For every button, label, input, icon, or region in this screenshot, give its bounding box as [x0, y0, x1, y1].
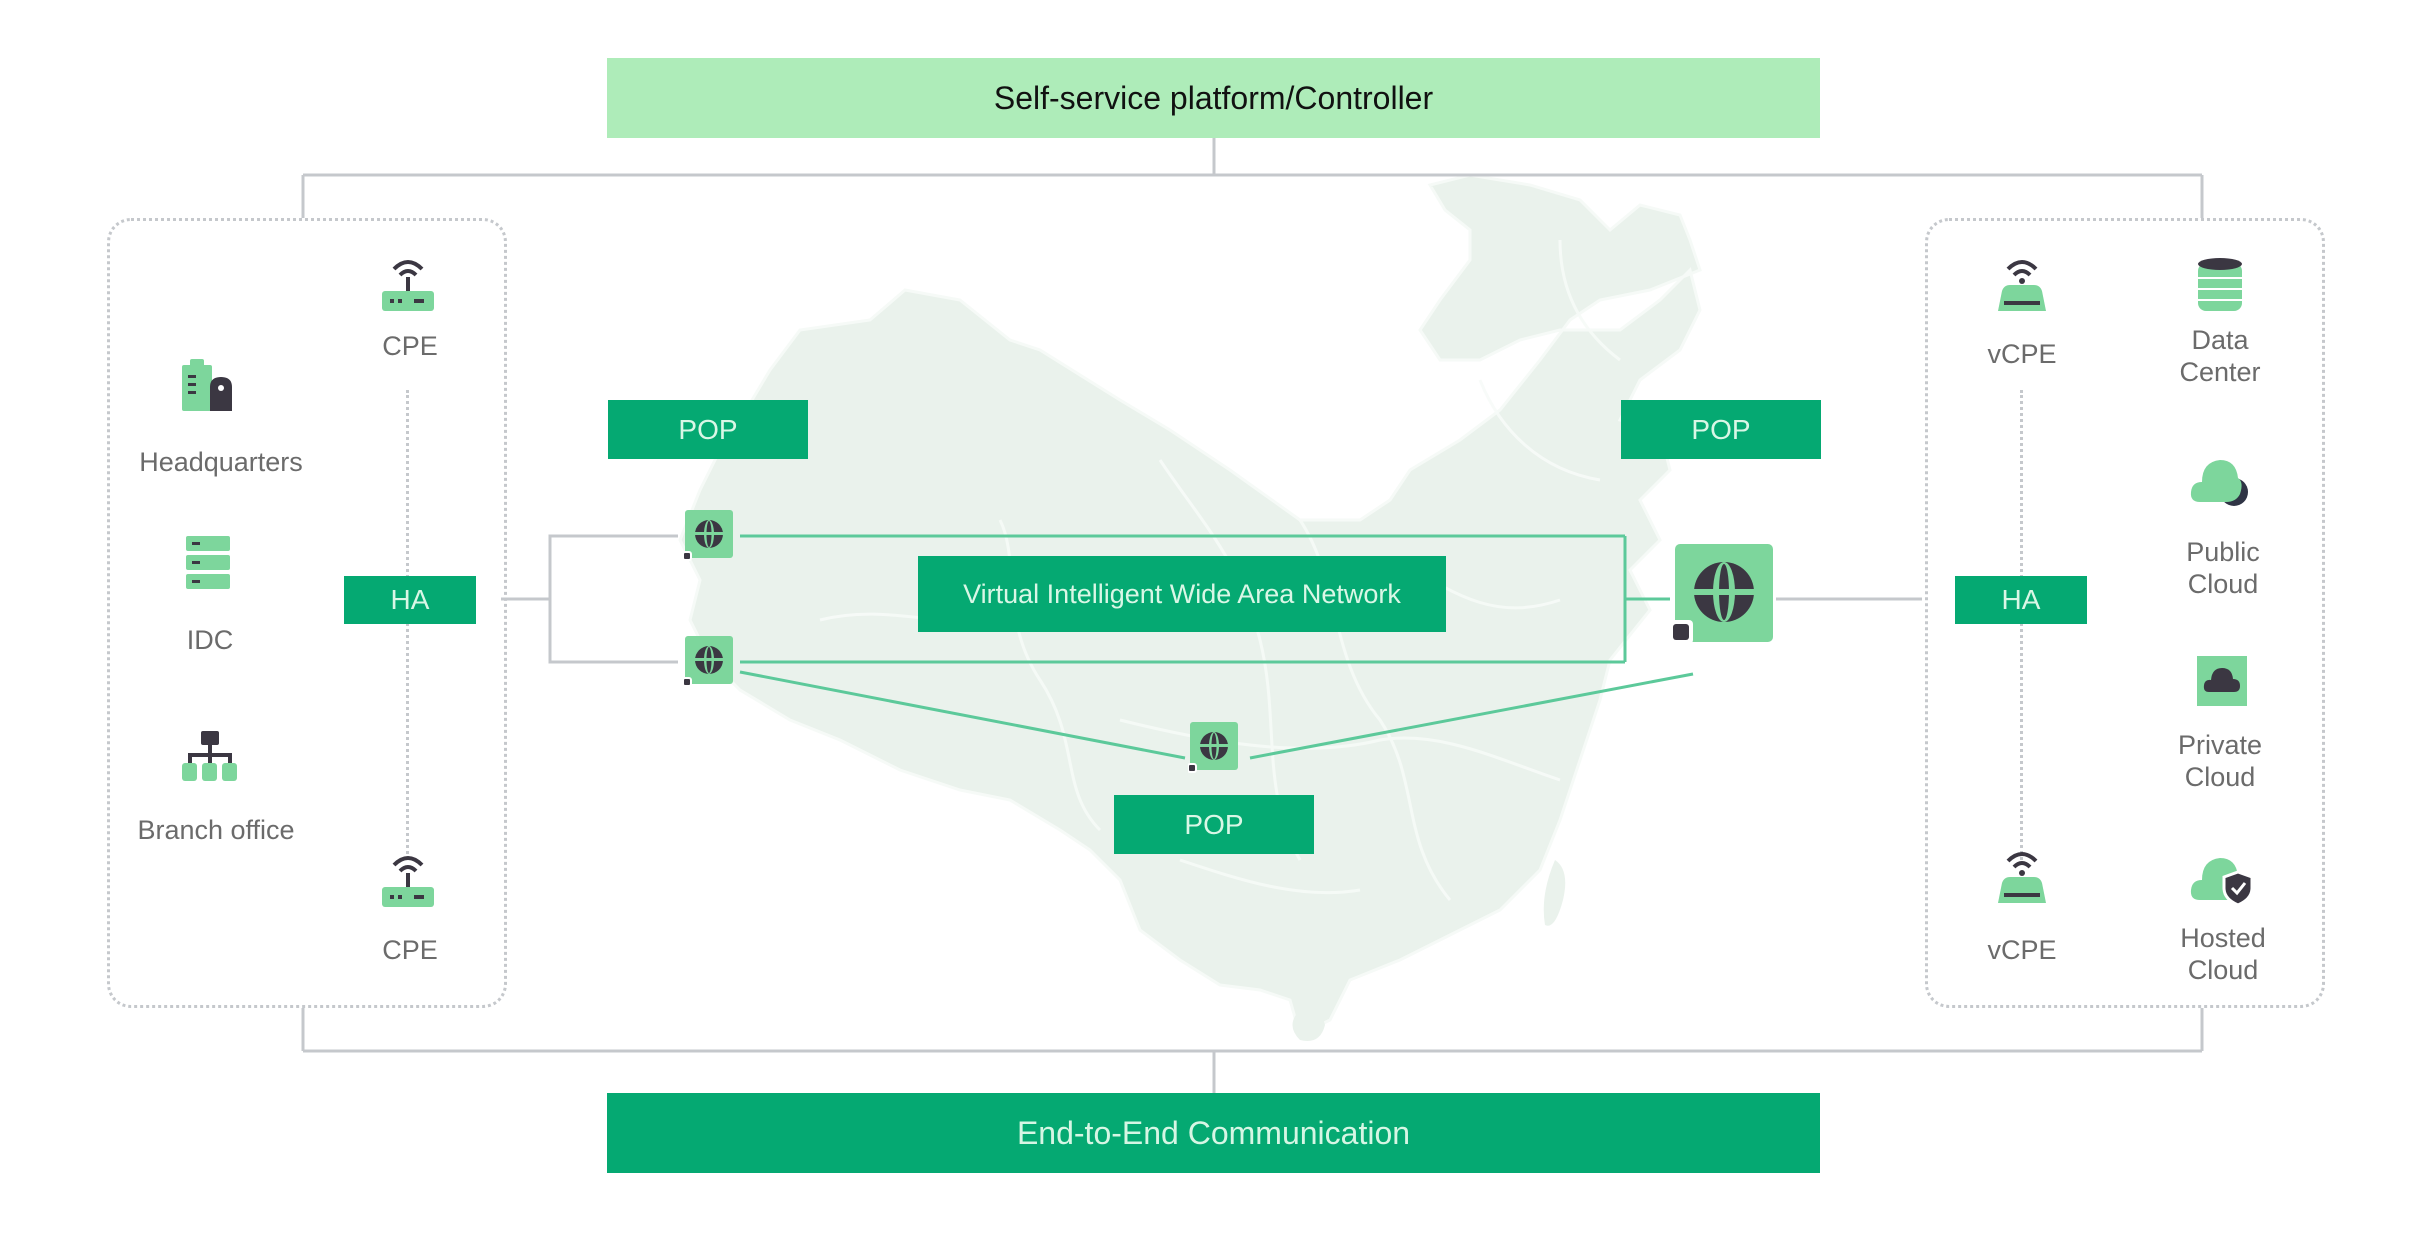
globe-node-main-icon: [1669, 544, 1773, 644]
device-label-cpe-bottom: CPE: [382, 935, 438, 965]
pop-box-bottom: POP: [1114, 795, 1314, 854]
controller-title: Self-service platform/Controller: [993, 79, 1434, 116]
device-label-cpe-top: CPE: [382, 331, 438, 361]
globe-node-icon: [1188, 722, 1238, 773]
wan-links: [739, 534, 1694, 760]
globe-node-icon: [683, 636, 733, 687]
server-stack-icon: [186, 536, 230, 589]
cloud-label-hosted-cloud: Hosted Cloud: [2180, 922, 2266, 986]
label-line: Cloud: [2184, 762, 2256, 792]
ha-label-left: HA: [390, 584, 430, 615]
viwan-title: Virtual Intelligent Wide Area Network: [963, 578, 1401, 609]
site-label-headquarters: Headquarters: [139, 447, 303, 477]
hosted-cloud-shield-icon: [2190, 858, 2254, 907]
controller-connectors: [301, 138, 2204, 1093]
enterprise-sites-group: [107, 218, 507, 1008]
label-line: Hosted: [2180, 923, 2266, 953]
ha-badge-left: HA: [344, 576, 476, 624]
cloud-label-data-center: Data Center: [2179, 324, 2260, 388]
router-icon: [382, 856, 434, 907]
org-tree-icon: [182, 731, 237, 781]
pop-label: POP: [678, 413, 738, 445]
site-label-idc: IDC: [186, 625, 234, 655]
right-ha-dotted-link: [2020, 390, 2023, 860]
globe-node-icon: [683, 510, 733, 561]
wireless-router-icon: [1998, 852, 2046, 903]
private-cloud-icon: [2197, 656, 2247, 706]
site-label-branch-office: Branch office: [137, 815, 295, 845]
device-label-vcpe-top: vCPE: [1987, 339, 2057, 369]
pop-box-top-right: POP: [1621, 400, 1821, 459]
cloud-sites-group: [1925, 218, 2325, 1008]
cloud-label-public-cloud: Public Cloud: [2186, 536, 2260, 600]
cloud-icon: [2190, 460, 2248, 506]
pop-label: POP: [1184, 808, 1244, 840]
label-line: Cloud: [2187, 955, 2259, 985]
taiwan-island: [1543, 860, 1566, 926]
label-line: Cloud: [2187, 569, 2259, 599]
building-icon: [182, 359, 232, 411]
pop-label: POP: [1691, 413, 1751, 445]
label-line: Private: [2177, 730, 2263, 760]
label-line: Center: [2179, 357, 2261, 387]
viwan-box: Virtual Intelligent Wide Area Network: [918, 556, 1446, 632]
end-to-end-title: End-to-End Communication: [1016, 1114, 1411, 1151]
ha-label-right: HA: [2001, 584, 2041, 615]
controller-bar: Self-service platform/Controller: [607, 58, 1820, 138]
pop-box-top-left: POP: [608, 400, 808, 459]
ha-badge-right: HA: [1955, 576, 2087, 624]
hainan-island: [1292, 1009, 1325, 1041]
router-icon: [382, 260, 434, 311]
cloud-label-private-cloud: Private Cloud: [2178, 729, 2262, 793]
database-icon: [2198, 258, 2242, 311]
left-access-bracket: [501, 534, 678, 664]
end-to-end-bar: End-to-End Communication: [607, 1093, 1820, 1173]
left-ha-dotted-link: [406, 390, 409, 860]
device-label-vcpe-bottom: vCPE: [1987, 935, 2057, 965]
label-line: Data: [2191, 325, 2249, 355]
label-line: Public: [2186, 537, 2260, 567]
wireless-router-icon: [1998, 260, 2046, 311]
